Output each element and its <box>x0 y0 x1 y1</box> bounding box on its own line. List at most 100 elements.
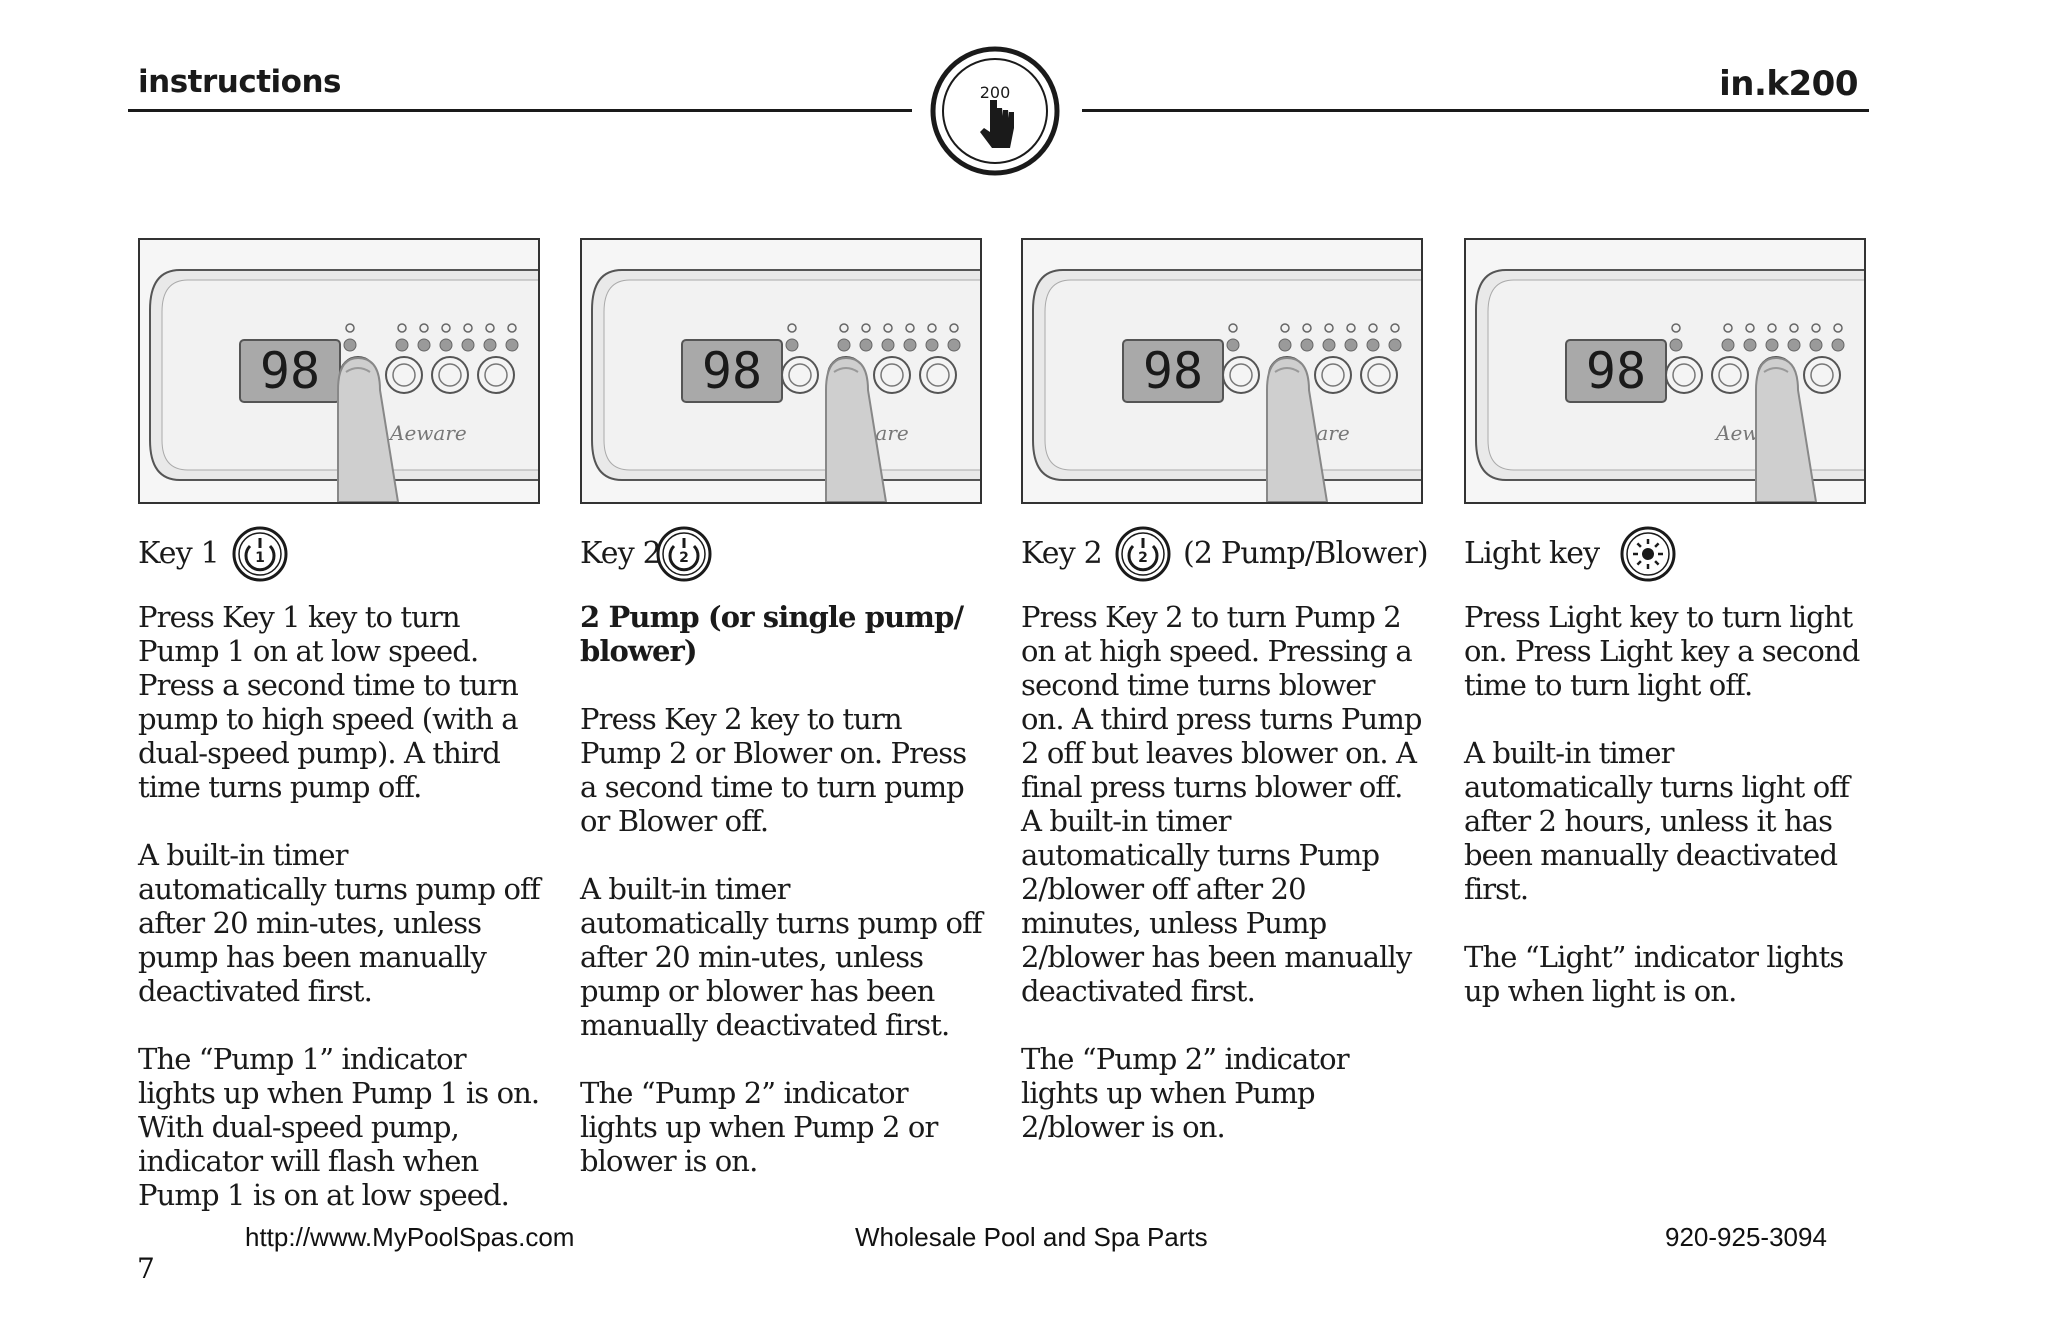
pump2-key-icon: 2 <box>656 526 712 582</box>
instruction-paragraph: Press Key 2 key to turn Pump 2 or Blower… <box>580 702 967 838</box>
indicator-light <box>1743 338 1757 352</box>
pump2-key-icon: 2 <box>1115 526 1171 582</box>
panel-round-key <box>1222 356 1260 394</box>
footer-center-text: Wholesale Pool and Spa Parts <box>855 1222 1208 1252</box>
panel-round-key <box>1711 356 1749 394</box>
indicator-light <box>483 338 497 352</box>
lcd-temperature: 98 <box>702 342 762 400</box>
k200-logo-icon: 200 <box>930 46 1060 176</box>
indicator-symbol <box>419 323 429 333</box>
indicator-light <box>1787 338 1801 352</box>
instruction-paragraph: The “Pump 2” indicator lights up when Pu… <box>580 1076 938 1178</box>
svg-text:2: 2 <box>1138 550 1148 566</box>
indicator-light <box>1831 338 1845 352</box>
indicator-light <box>417 338 431 352</box>
indicator-light <box>1765 338 1779 352</box>
lcd-temperature: 98 <box>260 342 320 400</box>
indicator-light <box>395 338 409 352</box>
indicator-symbol <box>1833 323 1843 333</box>
indicator-light <box>859 338 873 352</box>
indicator-light <box>439 338 453 352</box>
indicator-light <box>1226 338 1240 352</box>
pressing-finger <box>825 356 888 502</box>
panel-round-key <box>431 356 469 394</box>
footer-url: http://www.MyPoolSpas.com <box>245 1222 575 1252</box>
indicator-light <box>1344 338 1358 352</box>
indicator-light <box>461 338 475 352</box>
indicator-symbol <box>1368 323 1378 333</box>
indicator-symbol <box>1324 323 1334 333</box>
indicator-light <box>1366 338 1380 352</box>
indicator-symbol <box>1723 323 1733 333</box>
pressing-finger <box>1266 356 1329 502</box>
instruction-paragraph: The “Pump 2” indicator lights up when Pu… <box>1021 1042 1350 1144</box>
indicator-light <box>1300 338 1314 352</box>
indicator-symbol <box>485 323 495 333</box>
svg-text:1: 1 <box>255 550 265 566</box>
instruction-paragraph: Press Light key to turn light on. Press … <box>1464 600 1860 702</box>
instruction-paragraph: A built-in timer automatically turns pum… <box>138 838 541 1008</box>
pressing-finger <box>337 356 400 502</box>
indicator-light <box>881 338 895 352</box>
indicator-light <box>947 338 961 352</box>
indicator-light <box>1721 338 1735 352</box>
key-heading: Light key <box>1464 526 1866 596</box>
indicator-light <box>1322 338 1336 352</box>
indicator-symbol <box>1228 323 1238 333</box>
panel-round-key <box>919 356 957 394</box>
indicator-symbol <box>1789 323 1799 333</box>
lcd-temperature: 98 <box>1586 342 1646 400</box>
indicator-symbol <box>1280 323 1290 333</box>
panel-round-key <box>873 356 911 394</box>
instruction-paragraph: A built-in timer automatically turns lig… <box>1464 736 1850 906</box>
instruction-paragraph: A built-in timer automatically turns pum… <box>580 872 983 1042</box>
key-title: Key 2 <box>1021 536 1103 571</box>
indicator-symbol <box>1671 323 1681 333</box>
instruction-paragraph: Press Key 2 to turn Pump 2 on at high sp… <box>1021 600 1422 1008</box>
indicator-symbol <box>1745 323 1755 333</box>
indicator-symbol <box>1811 323 1821 333</box>
indicator-symbol <box>949 323 959 333</box>
indicator-light <box>1809 338 1823 352</box>
indicator-symbol <box>883 323 893 333</box>
indicator-light <box>903 338 917 352</box>
header-left-title: instructions <box>138 64 341 100</box>
instruction-paragraph: The “Light” indicator lights up when lig… <box>1464 940 1844 1008</box>
indicator-symbol <box>787 323 797 333</box>
indicator-symbol <box>1302 323 1312 333</box>
indicator-symbol <box>1346 323 1356 333</box>
instruction-paragraph: Press Key 1 key to turn Pump 1 on at low… <box>138 600 519 804</box>
indicator-light <box>1278 338 1292 352</box>
indicator-light <box>785 338 799 352</box>
indicator-symbol <box>861 323 871 333</box>
header-model-title: in.k200 <box>1719 64 1858 104</box>
instruction-paragraph: The “Pump 1” indicator lights up when Pu… <box>138 1042 540 1212</box>
logo-text: 200 <box>980 83 1011 102</box>
brand-mark: Aeware <box>388 421 467 445</box>
indicator-light <box>925 338 939 352</box>
panel-round-key <box>1314 356 1352 394</box>
panel-round-key <box>477 356 515 394</box>
panel-round-key <box>1360 356 1398 394</box>
indicator-symbol <box>1390 323 1400 333</box>
indicator-light <box>1669 338 1683 352</box>
indicator-symbol <box>927 323 937 333</box>
indicator-light <box>1388 338 1402 352</box>
instruction-body: Press Key 1 key to turn Pump 1 on at low… <box>138 600 541 1212</box>
footer-phone: 920-925-3094 <box>1665 1222 1827 1252</box>
panel-round-key <box>1803 356 1841 394</box>
pump1-key-icon: 1 <box>232 526 288 582</box>
